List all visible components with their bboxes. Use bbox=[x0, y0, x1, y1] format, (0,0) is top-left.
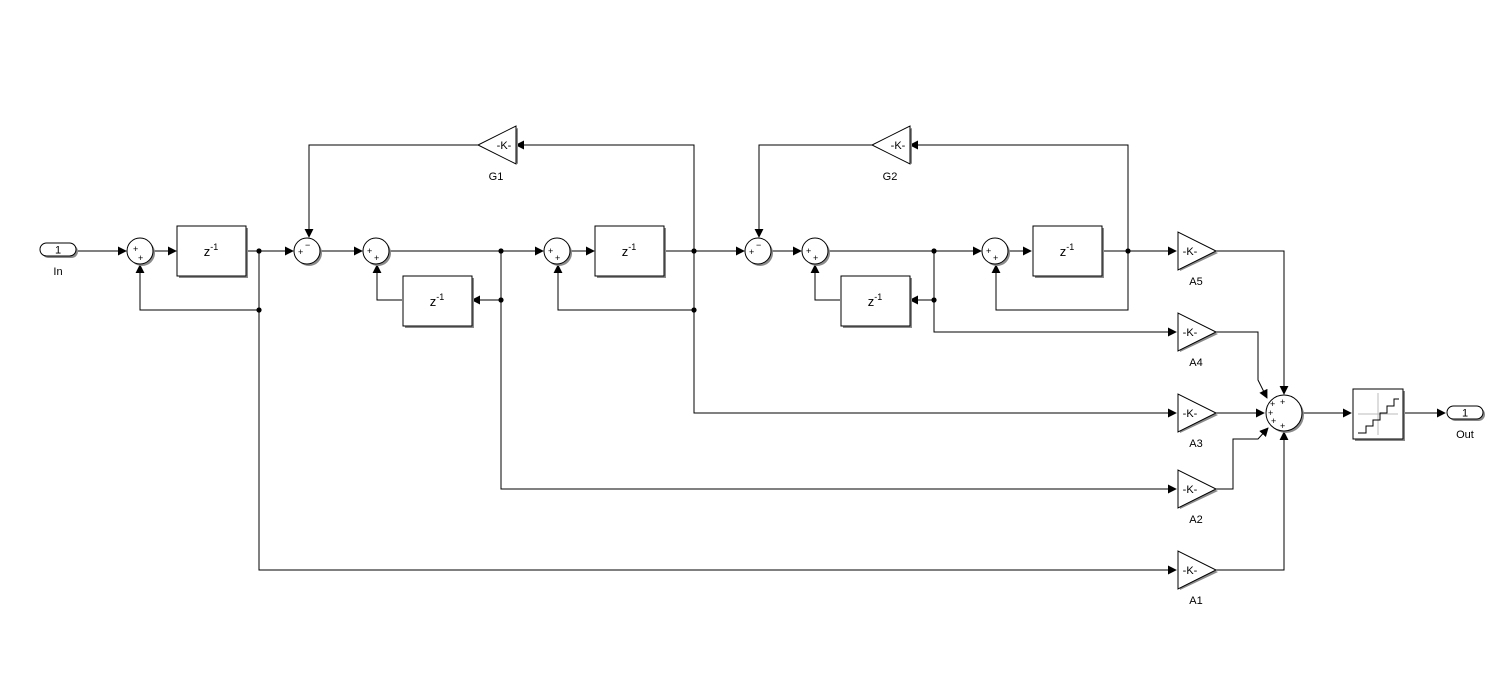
gain-block-a3[interactable]: -K- A3 bbox=[1177, 393, 1218, 450]
sum-block-6[interactable]: + + bbox=[801, 237, 830, 266]
gain-label: A5 bbox=[1189, 276, 1202, 288]
wire-tap-a4 bbox=[933, 300, 1177, 337]
outport-label: Out bbox=[1456, 429, 1474, 441]
branch-point bbox=[498, 248, 504, 254]
gain-block-g2[interactable]: -K- G2 bbox=[870, 125, 912, 183]
gain-value: -K- bbox=[1183, 246, 1198, 258]
outport-number: 1 bbox=[1462, 408, 1468, 420]
gain-value: -K- bbox=[497, 140, 512, 152]
wire-a1-to-sum bbox=[1216, 431, 1289, 571]
wire-g1-feed bbox=[515, 140, 695, 251]
unit-delay-1[interactable]: z-1 bbox=[176, 225, 248, 278]
sum-block-5[interactable]: + − bbox=[744, 237, 773, 266]
gain-block-a4[interactable]: -K- A4 bbox=[1177, 312, 1218, 369]
sum-sign: + bbox=[1270, 399, 1275, 409]
sum-sign: + bbox=[367, 246, 372, 256]
sum-sign: + bbox=[374, 253, 379, 263]
sum-sign: + bbox=[138, 253, 143, 263]
wire-a2-to-sum bbox=[1216, 427, 1269, 490]
delay-label: z-1 bbox=[430, 292, 445, 309]
gain-value: -K- bbox=[1183, 484, 1198, 496]
wire-g1-out bbox=[304, 144, 478, 238]
gain-value: -K- bbox=[1183, 327, 1198, 339]
staircase-icon bbox=[1358, 398, 1399, 434]
gain-label: G2 bbox=[883, 171, 898, 183]
sum-block-2[interactable]: + − bbox=[293, 237, 322, 266]
wire-delay4-in bbox=[909, 251, 935, 305]
branch-points bbox=[256, 248, 1131, 313]
delay-label: z-1 bbox=[622, 242, 637, 259]
delay-label: z-1 bbox=[1060, 242, 1075, 259]
sum-sign: + bbox=[1271, 416, 1276, 426]
delay-label: z-1 bbox=[204, 242, 219, 259]
wire-delay4-out bbox=[810, 264, 840, 301]
delay-label: z-1 bbox=[868, 292, 883, 309]
gain-label: G1 bbox=[489, 171, 504, 183]
gain-label: A1 bbox=[1189, 595, 1202, 607]
sum-block-4[interactable]: + + bbox=[543, 237, 572, 266]
gain-value: -K- bbox=[891, 140, 906, 152]
signal-wires bbox=[78, 140, 1446, 575]
gain-block-a5[interactable]: -K- A5 bbox=[1177, 231, 1218, 288]
sum-sign: + bbox=[986, 246, 991, 256]
sum-block-output[interactable]: + + + + + bbox=[1265, 394, 1304, 433]
sum-sign: + bbox=[1280, 421, 1285, 431]
wire-delay2-out bbox=[372, 264, 402, 301]
unit-delay-3[interactable]: z-1 bbox=[594, 225, 666, 278]
branch-point bbox=[256, 307, 262, 313]
sum-sign: + bbox=[555, 253, 560, 263]
branch-point bbox=[256, 248, 262, 254]
sum-sign: + bbox=[548, 246, 553, 256]
sum-block-1[interactable]: + + bbox=[126, 237, 155, 266]
wire-fb-sum4 bbox=[553, 251, 695, 311]
gain-label: A3 bbox=[1189, 438, 1202, 450]
gain-value: -K- bbox=[1183, 408, 1198, 420]
gain-block-a2[interactable]: -K- A2 bbox=[1177, 469, 1218, 526]
branch-point bbox=[1125, 248, 1131, 254]
unit-delay-4[interactable]: z-1 bbox=[840, 275, 912, 328]
gain-block-a1[interactable]: -K- A1 bbox=[1177, 550, 1218, 607]
branch-point bbox=[691, 307, 697, 313]
wire-g2-out bbox=[754, 144, 872, 238]
wire-tap-a3 bbox=[693, 310, 1177, 418]
gain-block-g1[interactable]: -K- G1 bbox=[476, 125, 518, 183]
wire-fb-sum1 bbox=[135, 251, 260, 311]
gain-label: A4 bbox=[1189, 357, 1202, 369]
wire-tap-a2 bbox=[500, 300, 1177, 494]
sum-sign: + bbox=[806, 246, 811, 256]
branch-point bbox=[931, 297, 937, 303]
inport-number: 1 bbox=[55, 245, 61, 257]
sum-sign: + bbox=[749, 247, 754, 257]
sum-block-7[interactable]: + + bbox=[981, 237, 1010, 266]
sum-sign: + bbox=[1268, 408, 1273, 418]
sum-sign: − bbox=[305, 240, 310, 250]
outport-out[interactable]: 1 Out bbox=[1446, 405, 1485, 441]
gain-value: -K- bbox=[1183, 565, 1198, 577]
sum-block-3[interactable]: + + bbox=[362, 237, 391, 266]
gain-label: A2 bbox=[1189, 514, 1202, 526]
wire-g2-feed bbox=[909, 140, 1129, 251]
sum-sign: + bbox=[993, 253, 998, 263]
quantizer-block[interactable] bbox=[1352, 388, 1405, 441]
inport-in[interactable]: 1 In bbox=[39, 242, 78, 278]
unit-delay-5[interactable]: z-1 bbox=[1032, 225, 1104, 278]
wire-a4-to-sum bbox=[1216, 331, 1268, 399]
wire-tap-a1 bbox=[258, 310, 1177, 575]
sum-sign: + bbox=[298, 247, 303, 257]
wire-delay2-in bbox=[471, 251, 502, 305]
branch-point bbox=[931, 248, 937, 254]
wire-fb-sum7 bbox=[991, 251, 1129, 311]
sum-sign: − bbox=[756, 240, 761, 250]
branch-point bbox=[498, 297, 504, 303]
sum-sign: + bbox=[1280, 397, 1285, 407]
sum-sign: + bbox=[133, 244, 138, 254]
inport-label: In bbox=[53, 266, 62, 278]
sum-sign: + bbox=[813, 253, 818, 263]
branch-point bbox=[691, 248, 697, 254]
unit-delay-2[interactable]: z-1 bbox=[402, 275, 474, 328]
wire-a5-to-sum bbox=[1216, 250, 1289, 395]
